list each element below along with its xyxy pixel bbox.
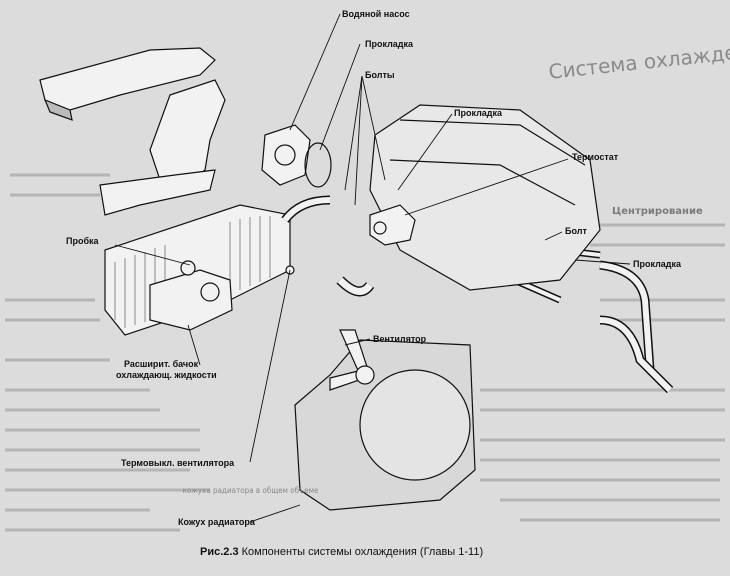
ghost-heading-right: Центрирование: [612, 206, 703, 217]
label-expansion-tank-line2: охлаждающ. жидкости: [116, 370, 217, 380]
label-gasket-2: Прокладка: [454, 108, 503, 118]
label-fan: Вентилятор: [373, 334, 427, 344]
leader-lines: [114, 13, 631, 523]
label-bolt: Болт: [565, 226, 587, 236]
ghost-line-left-bottom: кожуха радиатора в общем объеме: [182, 486, 319, 495]
label-plug: Пробка: [66, 236, 99, 246]
label-bolts: Болты: [365, 70, 395, 80]
thermostat-housing: [369, 204, 416, 246]
label-thermostat: Термостат: [572, 152, 619, 162]
diagram-parts: [39, 47, 674, 511]
label-expansion-tank-line1: Расширит. бачок: [124, 359, 199, 369]
caption-number: 2.3: [223, 546, 239, 558]
fan-opening: [359, 369, 471, 481]
label-gasket-3: Прокладка: [633, 259, 682, 269]
label-radiator-shroud: Кожух радиатора: [178, 517, 255, 527]
label-water-pump: Водяной насос: [342, 9, 410, 19]
bleed-through-text: [5, 173, 725, 532]
fan-part: [329, 329, 375, 391]
caption-text: Компоненты системы охлаждения (Главы 1-1…: [238, 546, 484, 558]
caption-prefix: Рис.: [200, 546, 224, 558]
label-gasket-1: Прокладка: [365, 39, 414, 49]
label-fan-switch: Термовыкл. вентилятора: [121, 458, 235, 468]
engine-block: [369, 104, 601, 291]
pump-gasket: [304, 142, 332, 188]
air-deflector: [149, 79, 226, 186]
figure-caption: Рис.2.3 Компоненты системы охлаждения (Г…: [200, 546, 483, 558]
